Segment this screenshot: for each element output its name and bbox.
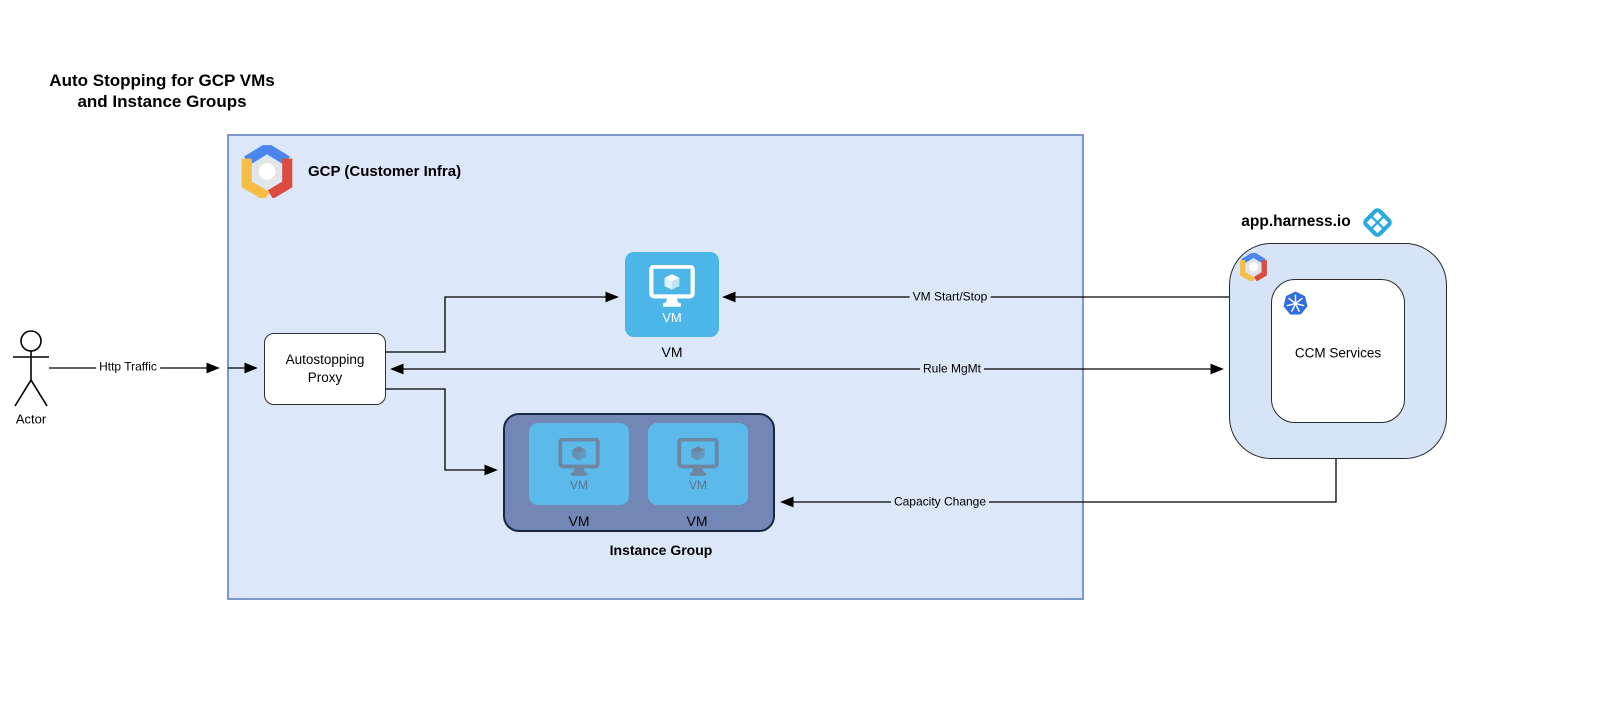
actor-stick-figure — [13, 330, 49, 407]
edge-label-http-traffic: Http Traffic — [96, 359, 160, 375]
instance-group-vm-label: VM — [568, 513, 590, 529]
vm-monitor-icon — [647, 265, 697, 308]
instance-group-vm-tile: VM — [529, 423, 629, 505]
edge-label-rule-mgmt: Rule MgMt — [919, 361, 985, 377]
harness-logo-icon — [1361, 206, 1394, 239]
vm-monitor-icon — [675, 438, 721, 477]
gcp-header: GCP (Customer Infra) — [240, 145, 461, 198]
edge-label-capacity-change: Capacity Change — [890, 494, 990, 510]
vm-monitor-icon — [556, 438, 602, 477]
autostopping-proxy-label: Autostopping Proxy — [285, 352, 365, 385]
instance-group-vm-inner-label: VM — [570, 477, 588, 492]
instance-group-vm-label: VM — [686, 513, 708, 529]
autostopping-proxy-node: Autostopping Proxy — [264, 333, 386, 405]
gcp-container-label: GCP (Customer Infra) — [308, 163, 462, 180]
harness-label: app.harness.io — [1241, 213, 1351, 230]
instance-group-vm-tile: VM — [648, 423, 748, 505]
vm-node-inner-label: VM — [662, 310, 682, 325]
instance-group-container: VM VM — [503, 413, 775, 532]
actor-label: Actor — [15, 411, 47, 427]
edge-label-vm-start-stop: VM Start/Stop — [909, 289, 991, 305]
vm-node-label: VM — [661, 344, 683, 360]
ccm-services-node — [1271, 279, 1405, 423]
diagram-title: Auto Stopping for GCP VMs and Instance G… — [49, 71, 275, 112]
gcp-logo-icon — [1239, 253, 1268, 281]
instance-group-vm-inner-label: VM — [689, 477, 707, 492]
kubernetes-icon — [1283, 291, 1308, 316]
vm-node: VM — [625, 252, 719, 337]
ccm-services-label: CCM Services — [1294, 345, 1382, 361]
instance-group-label: Instance Group — [609, 542, 713, 558]
gcp-logo-icon — [240, 145, 294, 198]
